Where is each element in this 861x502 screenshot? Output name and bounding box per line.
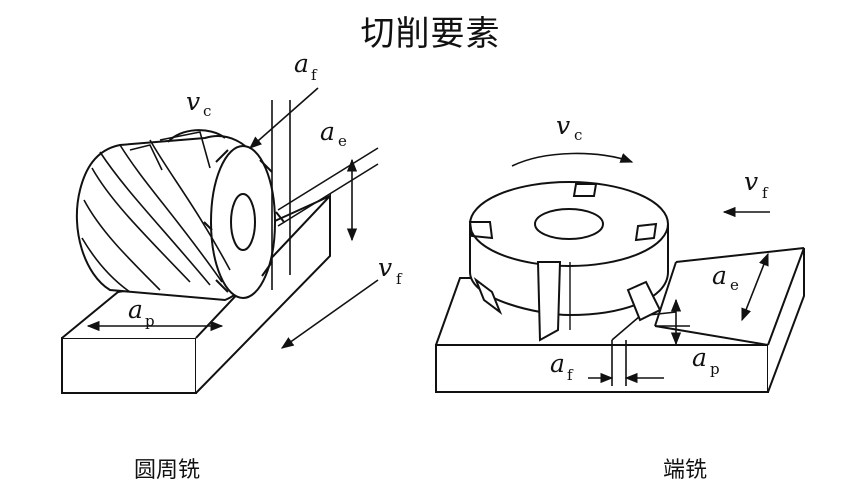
ae-dimension-right <box>741 252 769 322</box>
label-af-right: a <box>550 349 565 378</box>
page-title: 切削要素 <box>360 14 501 54</box>
vc-arrow-right <box>511 152 634 167</box>
label-ae-left: a <box>320 117 335 146</box>
labels-right: v c v f a e a f a p <box>550 111 769 384</box>
label-ae-right: a <box>712 261 727 290</box>
svg-text:p: p <box>710 360 720 378</box>
af-dimension-left <box>249 87 319 290</box>
peripheral-milling-figure <box>61 87 379 394</box>
label-af-left: a <box>294 49 309 78</box>
vc-arrow-left <box>167 129 226 143</box>
caption-face-milling: 端铣 <box>663 458 708 483</box>
svg-text:f: f <box>396 270 403 288</box>
caption-peripheral-milling: 圆周铣 <box>134 458 201 483</box>
svg-text:c: c <box>574 126 582 144</box>
label-vc-right: v <box>556 111 570 140</box>
af-dimension-right <box>588 340 664 386</box>
label-ap-right: a <box>692 343 707 372</box>
face-cutter <box>468 181 669 342</box>
svg-text:e: e <box>730 276 739 294</box>
svg-text:f: f <box>311 66 318 84</box>
svg-text:f: f <box>762 184 769 202</box>
label-vc-left: v <box>186 87 200 116</box>
svg-text:c: c <box>203 102 211 120</box>
face-milling-figure <box>435 152 805 393</box>
vf-arrow-left <box>280 279 379 349</box>
label-vf-left: v <box>378 253 392 282</box>
svg-text:e: e <box>338 132 347 150</box>
helical-cutter <box>75 131 285 302</box>
ap-dimension-right <box>655 298 690 346</box>
ae-dimension-left <box>277 147 379 242</box>
label-ap-left: a <box>128 295 143 324</box>
svg-text:p: p <box>145 312 155 330</box>
workpiece-right <box>435 247 805 393</box>
label-vf-right: v <box>744 167 758 196</box>
svg-text:f: f <box>567 366 574 384</box>
labels-left: v c a f a e v f a p <box>128 49 403 330</box>
